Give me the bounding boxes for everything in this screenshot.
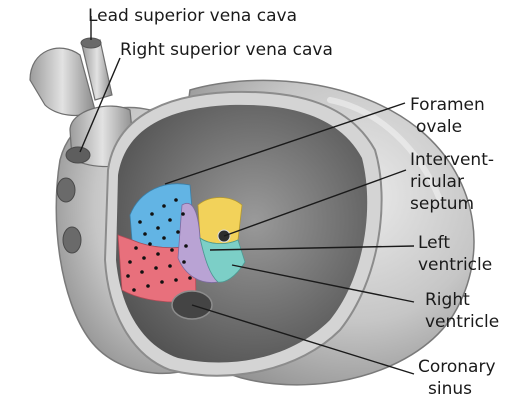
right-svc-opening <box>66 147 90 163</box>
pulmonary-vein-2 <box>63 227 81 253</box>
label-right-svc: Right superior vena cava <box>120 40 333 60</box>
label-cs-line2: sinus <box>428 379 472 399</box>
label-ivs-line1: Intervent- <box>410 150 494 170</box>
label-foramen-line1: Foramen <box>410 95 485 115</box>
label-rv-line1: Right <box>425 290 470 310</box>
label-lv-line1: Left <box>418 233 450 253</box>
label-foramen-line2: ovale <box>416 117 462 137</box>
label-lv-line2: ventricle <box>418 255 492 275</box>
label-ivs-line3: septum <box>410 194 474 214</box>
label-cs-line1: Coronary <box>418 357 496 377</box>
label-ivs-line2: ricular <box>410 172 464 192</box>
label-lead-svc: Lead superior vena cava <box>88 6 297 26</box>
pulmonary-vein-1 <box>57 178 75 202</box>
label-rv-line2: ventricle <box>425 312 499 332</box>
